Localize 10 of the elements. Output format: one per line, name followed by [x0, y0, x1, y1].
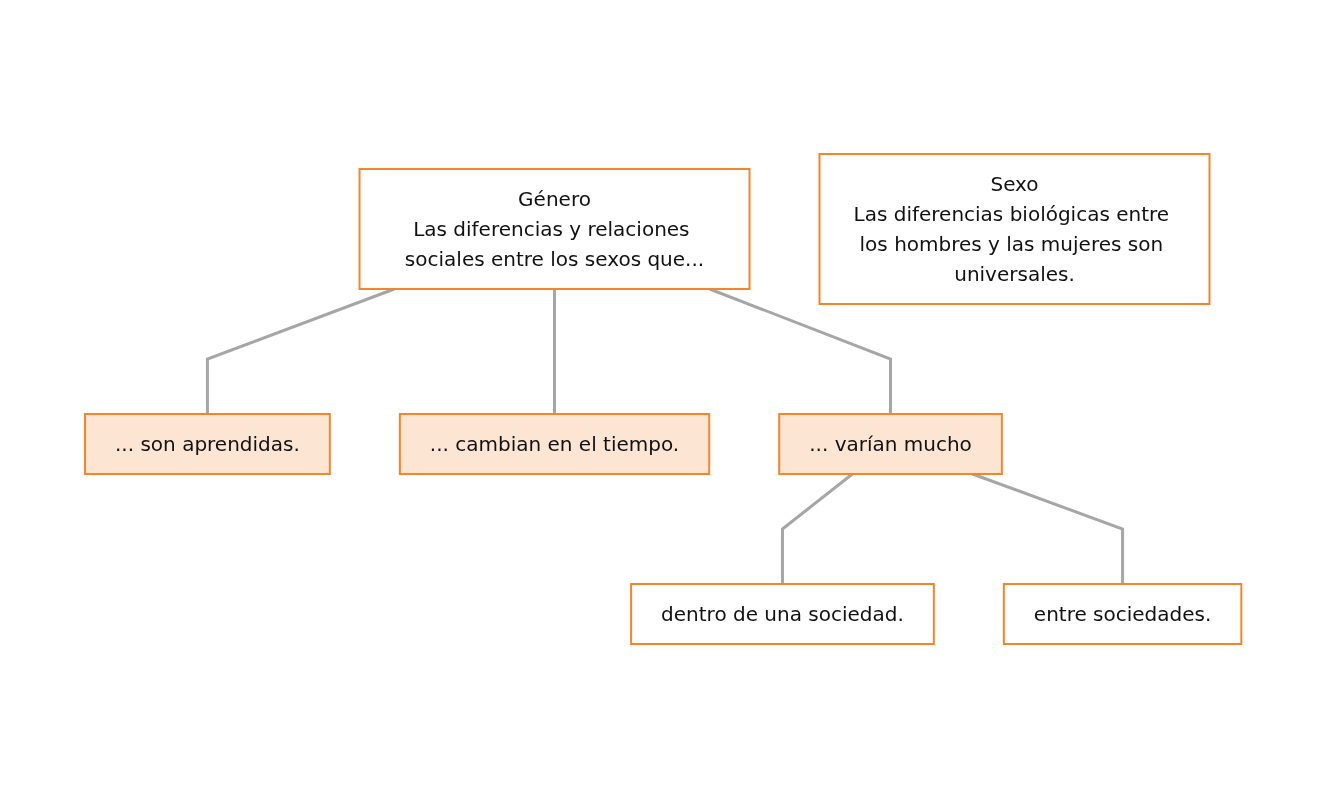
node-box: Género Las diferencias y relaciones sociales entre los sexos que... — [358, 168, 751, 290]
node-box: entre sociedades. — [1002, 583, 1243, 645]
node-box: ... son aprendidas. — [83, 413, 331, 475]
node-box: ... varían mucho — [778, 413, 1003, 475]
connector — [971, 472, 1124, 584]
connector — [552, 289, 556, 414]
node-box: ... cambian en el tiempo. — [398, 413, 711, 475]
node-box: dentro de una sociedad. — [629, 583, 935, 645]
connector — [780, 472, 854, 584]
node-box: Sexo Las diferencias biológicas entre los hombres y las mujeres son universales. — [818, 153, 1211, 305]
